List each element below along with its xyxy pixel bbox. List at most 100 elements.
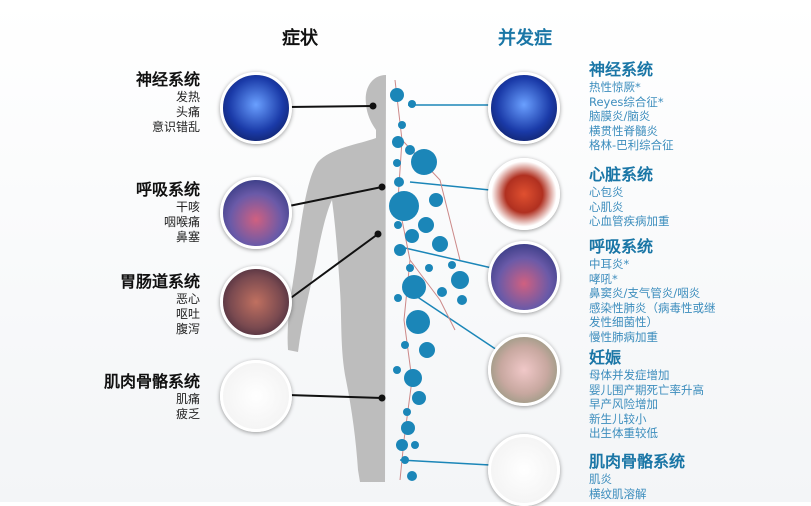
brain-image [220,72,292,144]
lymph-dot [419,342,435,358]
lymph-dot [398,121,406,129]
symptom-group-title: 肌肉骨骼系统 [103,372,200,391]
lungs-image [488,241,560,313]
lymph-dot [394,221,402,229]
complication-item: 出生体重较低 [589,426,658,440]
pregnancy-image [488,334,560,406]
lymph-dot [418,217,434,233]
complication-group-title: 呼吸系统 [589,237,654,256]
symptom-item: 意识错乱 [151,120,200,134]
complication-group: 心脏系统心包炎心肌炎心血管疾病加重 [589,165,670,229]
symptom-item: 腹泻 [175,322,200,336]
lymph-dot [401,341,409,349]
complication-item: 格林-巴利综合征 [589,138,674,152]
complication-item: 横纹肌溶解 [589,486,647,501]
complication-item: 心血管疾病加重 [589,214,670,228]
lymph-dot [401,421,415,435]
symptom-item: 发热 [175,90,200,104]
lymph-dot [394,244,406,256]
lymph-dot [393,366,401,374]
symptom-group: 胃肠道系统恶心呕吐腹泻 [0,272,200,337]
symptoms-heading: 症状 [282,28,318,49]
lymph-dot [411,149,437,175]
lymph-dot [392,136,404,148]
symptom-item: 恶心 [175,292,200,306]
complications-heading: 并发症 [498,28,552,49]
connector-line [288,186,383,207]
lymph-dot [404,369,422,387]
lymph-dot [411,441,419,449]
complication-item: 新生儿较小 [589,411,647,426]
connector-line [287,394,383,399]
lymph-dot [412,391,426,405]
complication-item: 感染性肺炎（病毒性或继 [589,300,716,315]
connector-dot [374,230,382,238]
complication-line [409,291,501,353]
complication-group-title: 肌肉骨骼系统 [589,452,686,471]
lymph-dot [457,295,467,305]
lymph-dot [390,88,404,102]
lungs-image [220,177,292,249]
connector-line [287,105,374,108]
symptom-group-title: 呼吸系统 [135,180,200,199]
heart-image [488,158,560,230]
symptom-item: 肌痛 [175,392,200,406]
symptom-group: 呼吸系统干咳咽喉痛鼻塞 [0,180,200,245]
lymph-dot [394,294,402,302]
complication-group-title: 心脏系统 [589,165,654,184]
complication-line [399,459,491,466]
symptom-group: 神经系统发热头痛意识错乱 [0,70,200,135]
complication-item: 热性惊厥* [589,80,641,94]
complication-item: 母体并发症增加 [589,368,670,382]
complication-line [404,247,493,269]
brain-image [488,72,560,144]
symptom-item: 干咳 [175,200,200,214]
lymph-dot [406,310,430,334]
symptom-group-title: 胃肠道系统 [119,272,200,291]
complication-item: 鼻窦炎/支气管炎/咽炎 [589,286,701,300]
lymph-dot [396,439,408,451]
lymph-dot [401,456,409,464]
connector-dot [369,102,377,110]
complication-item: 心肌炎 [589,199,624,214]
complication-item: 早产风险增加 [589,397,658,411]
complication-item: 哮吼* [589,271,618,286]
complication-item: 发性细菌性） [589,315,658,329]
complication-group-title: 神经系统 [589,60,654,79]
body-silhouette [287,75,386,482]
complication-item: 横贯性脊髓炎 [589,123,658,138]
complication-group: 呼吸系统中耳炎*哮吼*鼻窦炎/支气管炎/咽炎感染性肺炎（病毒性或继发性细菌性）慢… [589,237,716,344]
connector-dot [378,394,386,402]
complication-item: 心包炎 [589,185,624,199]
lymph-dot [437,287,447,297]
complication-group: 肌肉骨骼系统肌炎横纹肌溶解 [589,452,685,501]
connector-dot [378,183,386,191]
lymph-dot [393,159,401,167]
complication-line [409,181,491,191]
complication-item: 脑膜炎/脑炎 [589,109,651,123]
lymph-dot [389,191,419,221]
complication-item: 婴儿围产期死亡率升高 [589,382,704,397]
symptom-group-title: 神经系统 [135,70,200,89]
complication-item: 肌炎 [589,472,612,486]
symptom-item: 疲乏 [175,407,200,421]
lymph-dot [407,471,417,481]
connector-line [287,233,379,301]
symptom-group: 肌肉骨骼系统肌痛疲乏 [0,372,200,422]
complication-group-title: 妊娠 [589,348,622,367]
symptom-item: 鼻塞 [175,230,200,244]
lymph-dot [432,236,448,252]
symptom-item: 呕吐 [175,307,200,321]
complication-group: 神经系统热性惊厥*Reyes综合征*脑膜炎/脑炎横贯性脊髓炎格林-巴利综合征 [589,60,674,153]
lymph-dot [405,145,415,155]
lymph-dot [448,261,456,269]
complication-group: 妊娠母体并发症增加婴儿围产期死亡率升高早产风险增加新生儿较小出生体重较低 [589,348,704,441]
lymph-dot [406,264,414,272]
symptom-item: 咽喉痛 [163,215,200,229]
lymph-dot [405,229,419,243]
complication-item: Reyes综合征* [589,94,664,109]
bone-image [220,360,292,432]
complication-item: 慢性肺病加重 [589,329,658,344]
bone-image [488,434,560,506]
lymph-dot [402,275,426,299]
